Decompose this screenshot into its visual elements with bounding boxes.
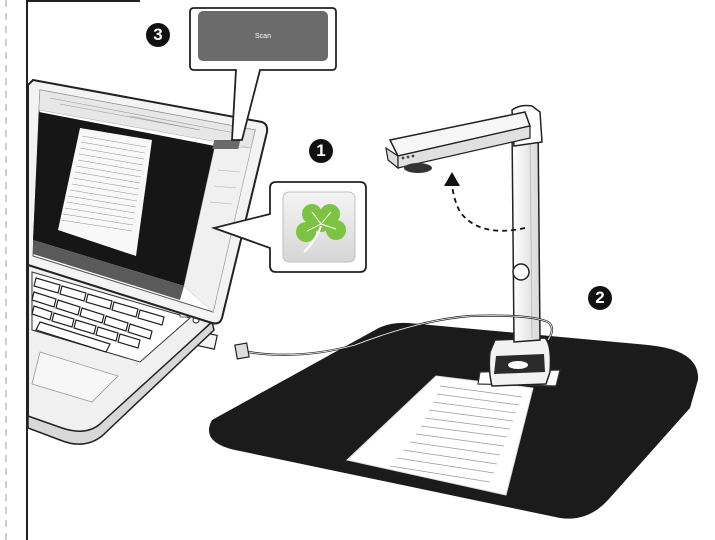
scan-button-on-screen <box>212 140 240 149</box>
step-2-number: 2 <box>595 288 604 308</box>
scan-button[interactable]: Scan <box>198 11 328 61</box>
step-2-badge: 2 <box>588 286 612 310</box>
step-3-number: 3 <box>153 25 162 45</box>
power-button <box>513 264 529 280</box>
step-3-badge: 3 <box>146 23 170 47</box>
usb-plug <box>235 343 249 359</box>
scanner-mat <box>209 323 698 519</box>
step-1-number: 1 <box>316 141 325 161</box>
laptop <box>28 80 267 444</box>
step-1-badge: 1 <box>309 139 333 163</box>
scan-button-label: Scan <box>255 33 271 40</box>
